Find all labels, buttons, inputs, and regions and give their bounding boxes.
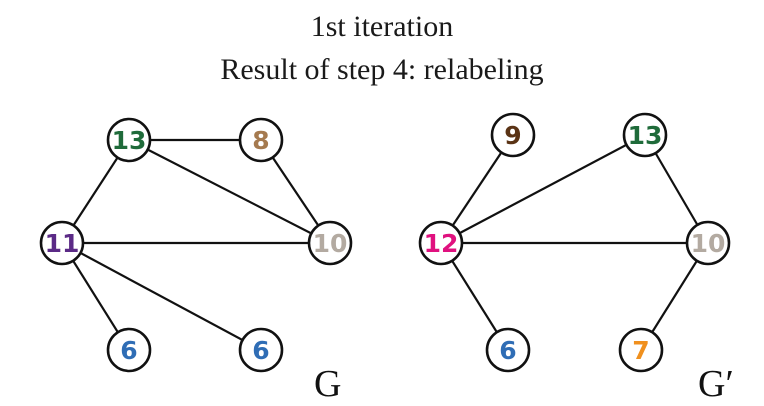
g-edge-a-d	[128, 139, 331, 244]
g-prime-node-d: 10	[685, 220, 731, 266]
node-label: 6	[499, 336, 516, 365]
node-label: 7	[632, 336, 649, 365]
g-prime-node-e: 6	[485, 327, 531, 373]
node-circle	[685, 220, 731, 266]
g-edge-c-f	[61, 242, 262, 351]
node-label: 12	[424, 229, 459, 258]
node-label: 13	[112, 126, 147, 155]
g-prime-node-c: 12	[418, 220, 464, 266]
node-circle	[418, 220, 464, 266]
node-label: 8	[252, 126, 269, 155]
node-circle	[485, 327, 531, 373]
graph-g-prime-edges	[440, 134, 709, 351]
node-label: 9	[504, 121, 521, 150]
node-circle	[106, 117, 152, 163]
graph-g-prime-nodes: 9 13 12 10 6 7	[418, 112, 731, 373]
g-node-b: 8	[238, 117, 284, 163]
node-label: 6	[252, 336, 269, 365]
node-label: 10	[691, 229, 726, 258]
graph-g-name: G	[314, 363, 341, 405]
node-label: 6	[120, 336, 137, 365]
node-label: 10	[313, 229, 348, 258]
node-circle	[238, 327, 284, 373]
graph-g-nodes: 13 8 11 10 6 6	[39, 117, 353, 373]
g-prime-node-b: 13	[622, 112, 668, 158]
graph-g-prime-name: G′	[698, 363, 734, 405]
node-circle	[39, 220, 85, 266]
g-node-f: 6	[238, 327, 284, 373]
graph-g-prime: 9 13 12 10 6 7 G′	[418, 112, 734, 405]
node-circle	[622, 112, 668, 158]
g-prime-node-f: 7	[618, 327, 664, 373]
g-node-d: 10	[307, 220, 353, 266]
title-line-1: 1st iteration	[310, 10, 454, 43]
node-circle	[618, 327, 664, 373]
g-prime-node-a: 9	[490, 112, 536, 158]
g-node-c: 11	[39, 220, 85, 266]
node-label: 13	[628, 121, 663, 150]
node-circle	[238, 117, 284, 163]
g-node-a: 13	[106, 117, 152, 163]
graph-g: 13 8 11 10 6 6 G	[39, 117, 353, 405]
graph-g-edges	[61, 138, 331, 351]
node-label: 11	[45, 229, 80, 258]
node-circle	[106, 327, 152, 373]
g-prime-edge-b-c	[440, 134, 646, 244]
title-line-2: Result of step 4: relabeling	[220, 53, 544, 86]
g-node-e: 6	[106, 327, 152, 373]
node-circle	[307, 220, 353, 266]
node-circle	[490, 112, 536, 158]
